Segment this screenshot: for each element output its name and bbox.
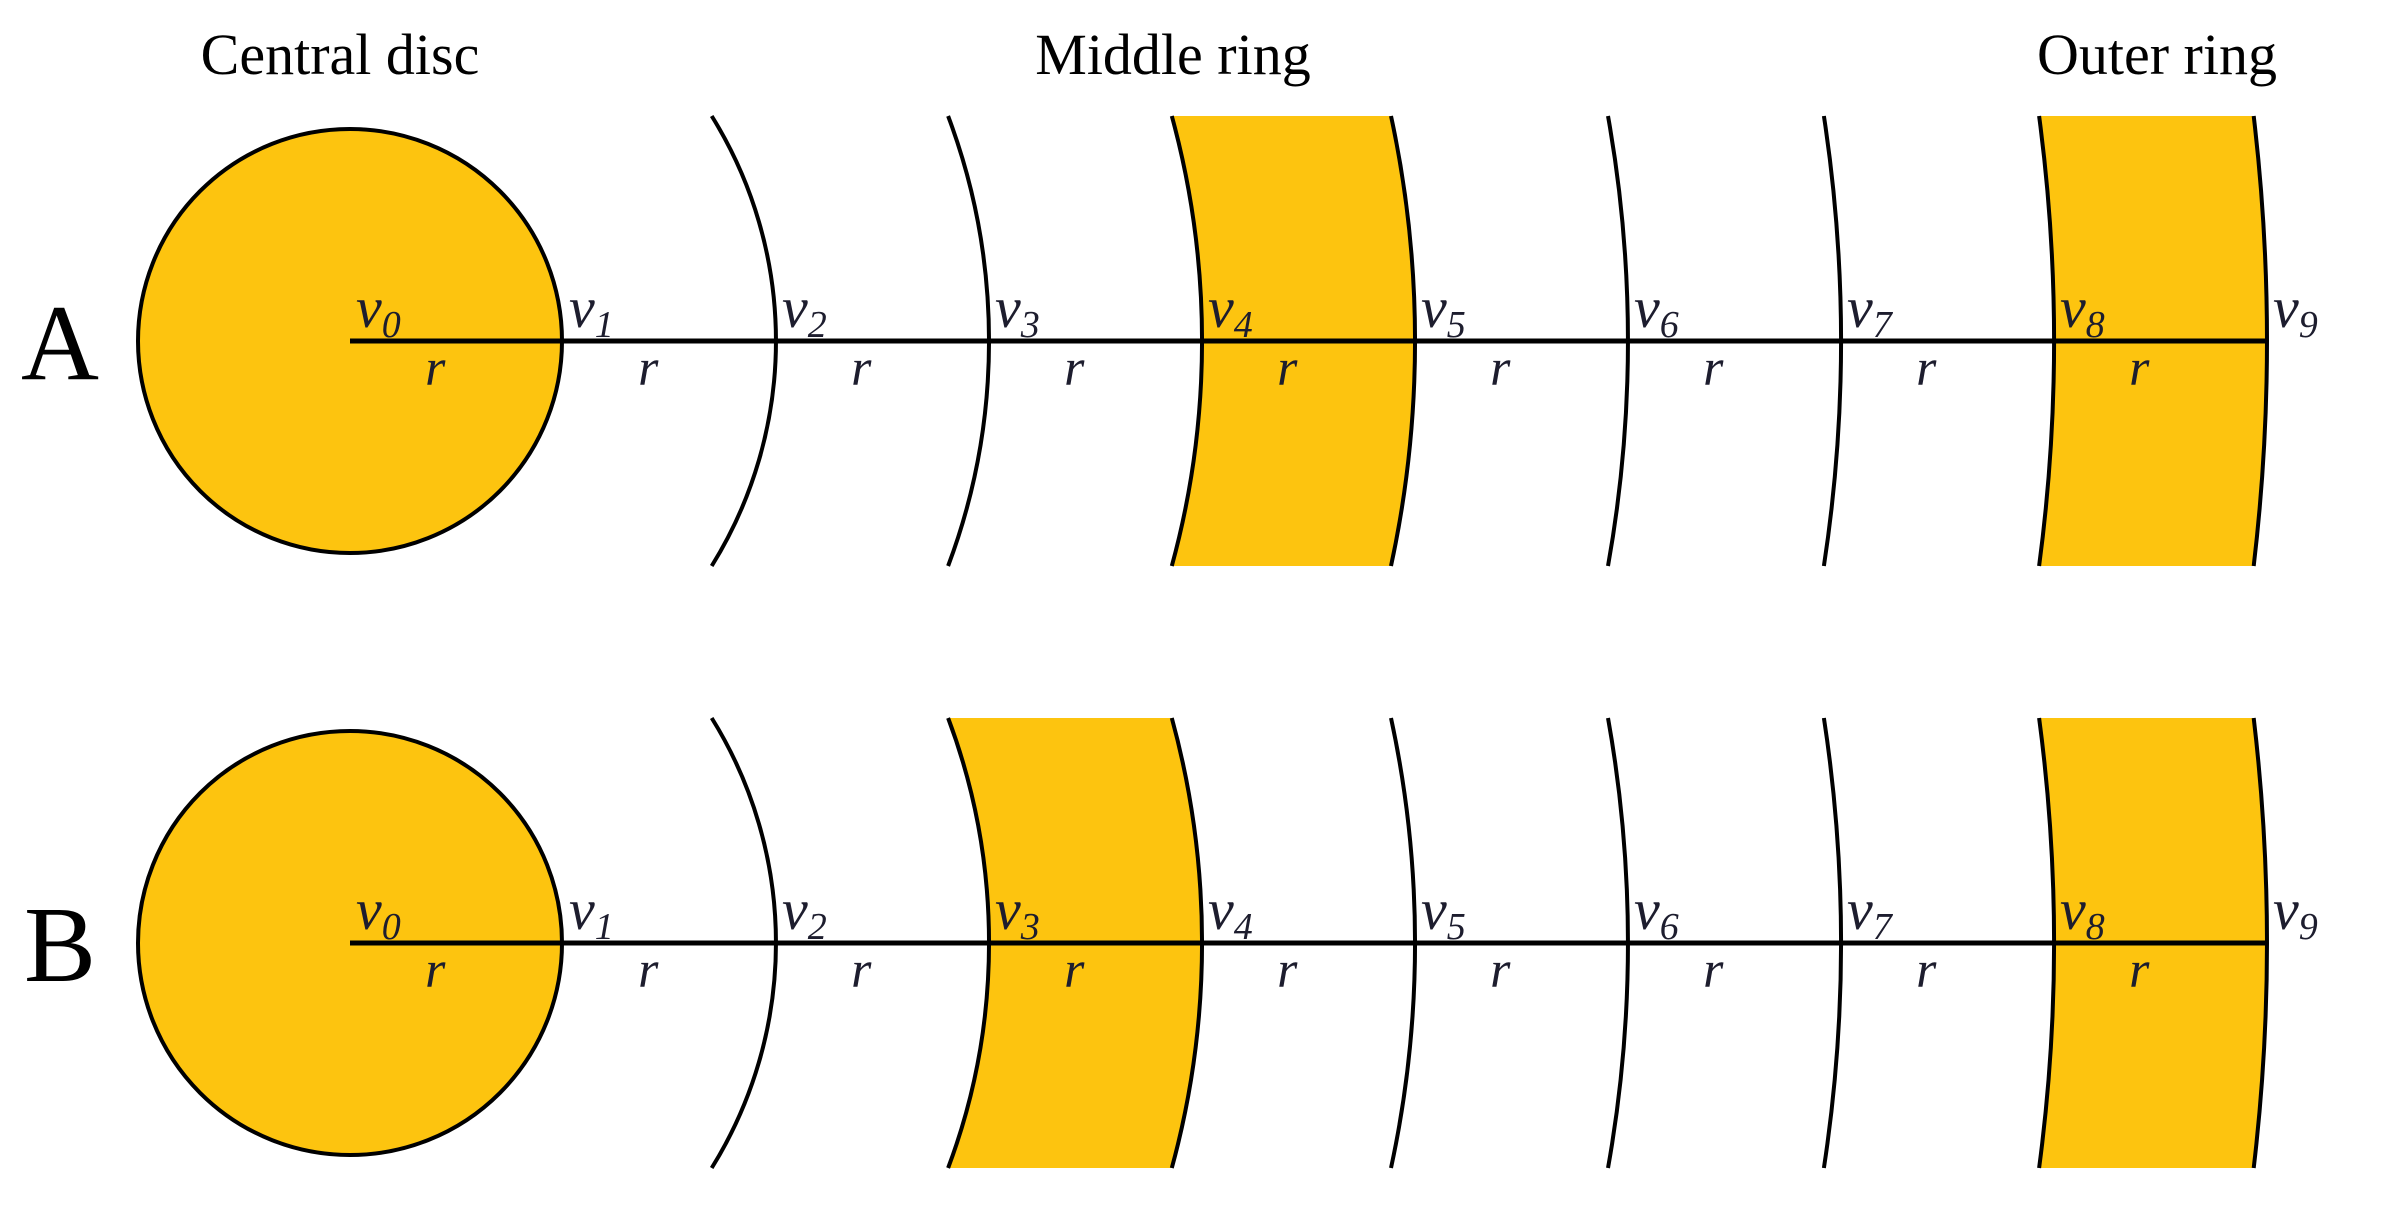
vertex-label: v9: [2273, 275, 2318, 346]
vertex-label: v5: [1421, 275, 1466, 346]
segment-label: r: [851, 340, 872, 397]
segment-label: r: [425, 340, 446, 397]
segment-label: r: [2129, 340, 2150, 397]
vertex-label: v7: [1847, 877, 1894, 948]
vertex-label: v2: [782, 275, 827, 346]
vertex-label: v4: [1208, 877, 1253, 948]
segment-label: r: [1064, 942, 1085, 999]
panel-letter: A: [21, 284, 99, 403]
segment-label: r: [638, 340, 659, 397]
header-outer-ring: Outer ring: [2037, 22, 2277, 87]
segment-label: r: [1277, 340, 1298, 397]
vertex-label: v1: [569, 877, 614, 948]
segment-label: r: [1916, 340, 1937, 397]
segment-label: r: [425, 942, 446, 999]
segment-label: r: [851, 942, 872, 999]
vertex-label: v1: [569, 275, 614, 346]
vertex-label: v7: [1847, 275, 1894, 346]
header-central-disc: Central disc: [201, 22, 480, 87]
vertex-label: v4: [1208, 275, 1253, 346]
segment-label: r: [1703, 942, 1724, 999]
header-middle-ring: Middle ring: [1035, 22, 1310, 87]
segment-label: r: [1064, 340, 1085, 397]
vertex-label: v5: [1421, 877, 1466, 948]
segment-label: r: [1916, 942, 1937, 999]
segment-label: r: [1277, 942, 1298, 999]
segment-label: r: [2129, 942, 2150, 999]
segment-label: r: [1490, 340, 1511, 397]
vertex-label: v2: [782, 877, 827, 948]
panel-letter: B: [24, 886, 96, 1005]
segment-label: r: [1703, 340, 1724, 397]
vertex-label: v3: [995, 275, 1040, 346]
vertex-label: v9: [2273, 877, 2318, 948]
segment-label: r: [638, 942, 659, 999]
vertex-label: v6: [1634, 877, 1679, 948]
segment-label: r: [1490, 942, 1511, 999]
vertex-label: v6: [1634, 275, 1679, 346]
